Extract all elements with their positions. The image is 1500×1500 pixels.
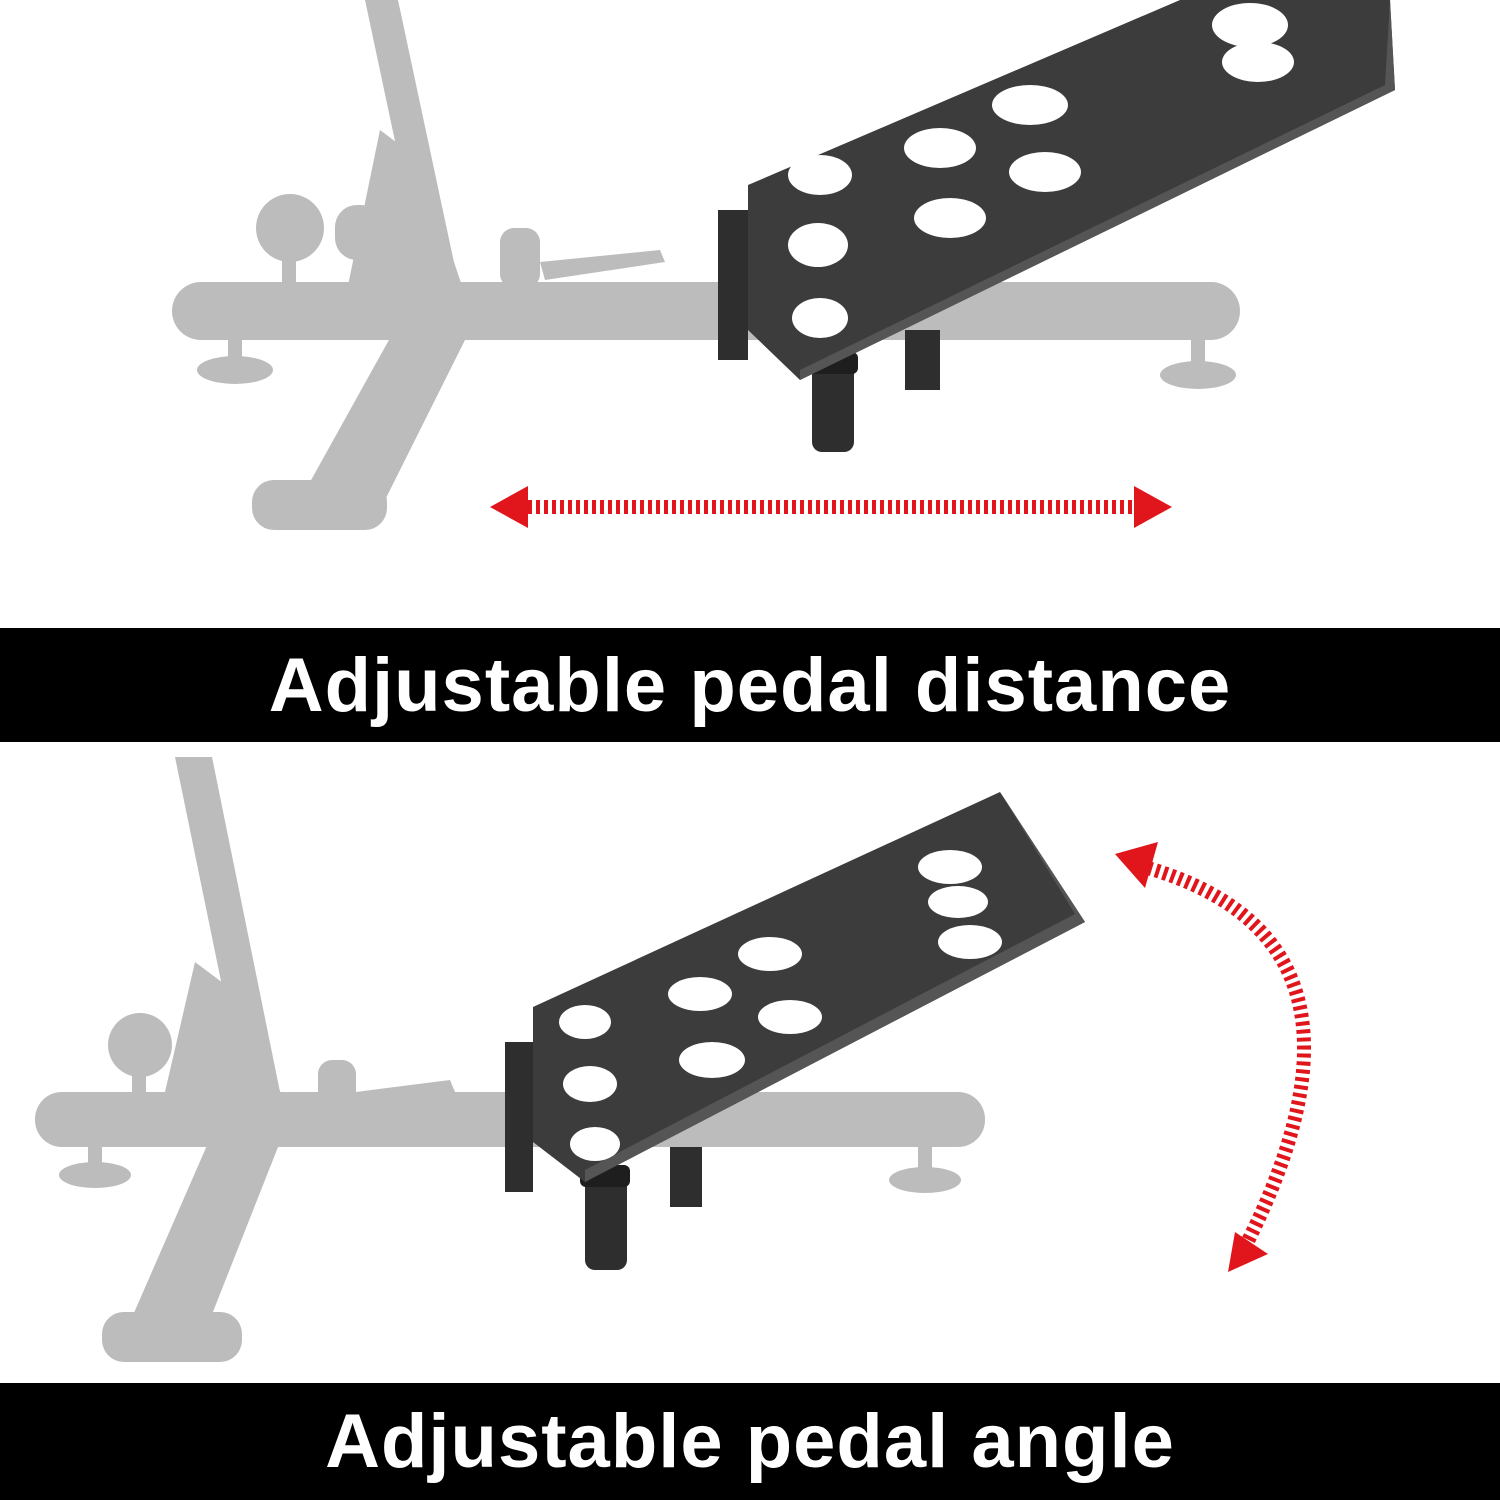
distance-arrow-icon bbox=[490, 486, 1172, 528]
pedal-plate bbox=[748, 0, 1395, 380]
stand-illustration-bottom bbox=[35, 757, 1312, 1362]
pedal-distance-banner: Adjustable pedal distance bbox=[0, 628, 1500, 742]
stand-frame bbox=[172, 0, 1240, 530]
pedal-angle-banner: Adjustable pedal angle bbox=[0, 1383, 1500, 1500]
pedal-angle-photo bbox=[0, 742, 1500, 1382]
pedal-angle-caption: Adjustable pedal angle bbox=[325, 1399, 1175, 1484]
pedal-mount bbox=[505, 1042, 702, 1270]
pedal-distance-caption: Adjustable pedal distance bbox=[268, 642, 1232, 728]
stand-illustration-top bbox=[172, 0, 1395, 530]
angle-arrow-icon bbox=[1115, 842, 1312, 1272]
pedal-distance-photo bbox=[0, 0, 1500, 625]
pedal-plate bbox=[533, 792, 1085, 1182]
